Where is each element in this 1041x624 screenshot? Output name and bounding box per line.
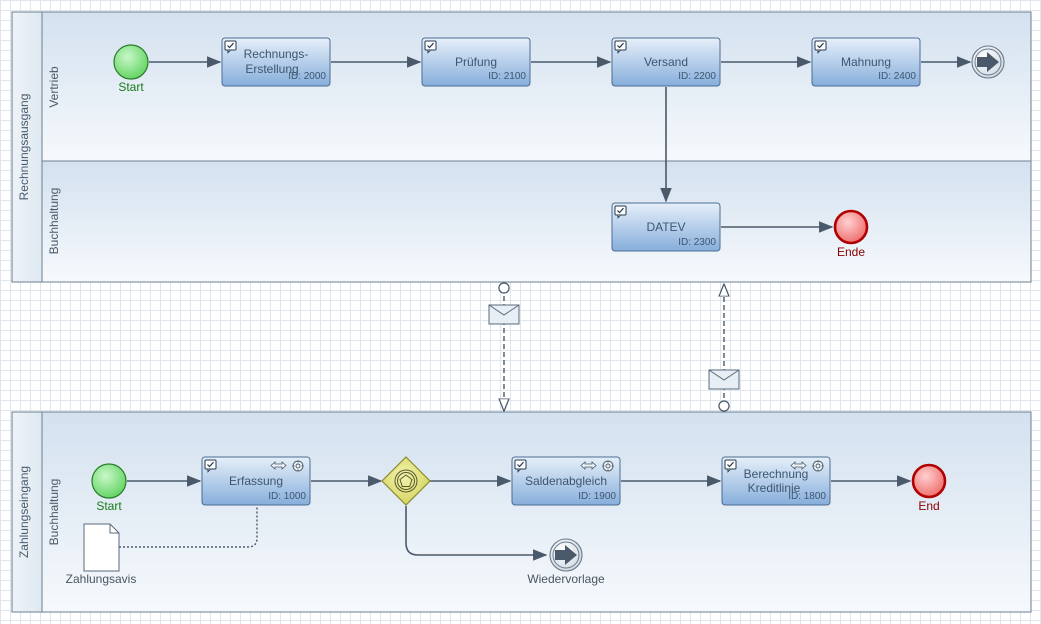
event-based-gateway[interactable] bbox=[381, 456, 431, 506]
arrow-right-icon bbox=[555, 545, 577, 565]
gear-icon bbox=[292, 460, 304, 472]
message-flow-zahlung[interactable] bbox=[708, 285, 740, 406]
task-id: ID: 2000 bbox=[288, 71, 326, 82]
task-id: ID: 2300 bbox=[678, 237, 716, 248]
wiedervorlage-label: Wiedervorlage bbox=[527, 572, 605, 586]
task-label-line1: Rechnungs- bbox=[244, 47, 309, 61]
pool-label-zahlungseingang: Zahlungseingang bbox=[17, 466, 31, 558]
task-label: Saldenabgleich bbox=[525, 474, 607, 488]
gear-icon bbox=[812, 460, 824, 472]
end-event-bottom[interactable]: End bbox=[911, 463, 947, 513]
lane-label-vertrieb: Vertrieb bbox=[47, 66, 61, 108]
association-zahlungsavis[interactable] bbox=[119, 506, 258, 548]
task-label-line2: Erstellung bbox=[245, 62, 298, 76]
task-saldenabgleich[interactable]: Saldenabgleich ID: 1900 bbox=[511, 456, 621, 506]
task-datev[interactable]: DATEV ID: 2300 bbox=[611, 202, 721, 252]
task-id: ID: 1800 bbox=[788, 491, 826, 502]
task-label: Erfassung bbox=[229, 474, 283, 488]
envelope-icon bbox=[708, 369, 740, 390]
task-label: DATEV bbox=[646, 220, 685, 234]
end-event-top[interactable]: Ende bbox=[833, 209, 869, 259]
arrow-right-icon bbox=[977, 52, 999, 72]
task-id: ID: 1000 bbox=[268, 491, 306, 502]
start-event-label: Start bbox=[118, 80, 144, 94]
lane-buchhaltung-top: Buchhaltung bbox=[41, 160, 1032, 283]
start-event-top[interactable]: Start bbox=[113, 44, 149, 94]
task-versand[interactable]: Versand ID: 2200 bbox=[611, 37, 721, 87]
task-pruefung[interactable]: Prüfung ID: 2100 bbox=[421, 37, 531, 87]
link-throw-event-top[interactable] bbox=[971, 45, 1005, 79]
message-flow-rechnung[interactable] bbox=[488, 288, 520, 410]
task-label-line2: Kreditlinie bbox=[748, 481, 801, 495]
task-label: Prüfung bbox=[455, 55, 497, 69]
task-rechnungserstellung[interactable]: Rechnungs- Erstellung ID: 2000 bbox=[221, 37, 331, 87]
lane-label-buchhaltung-bottom: Buchhaltung bbox=[47, 479, 61, 546]
task-mahnung[interactable]: Mahnung ID: 2400 bbox=[811, 37, 921, 87]
flow-gateway-to-wiedervorlage[interactable] bbox=[405, 506, 548, 561]
task-label-line1: Berechnung bbox=[744, 467, 809, 481]
sequence-flows-bottom bbox=[127, 475, 912, 561]
start-event-label: Start bbox=[96, 499, 122, 513]
task-id: ID: 2100 bbox=[488, 71, 526, 82]
sequence-flows-top bbox=[149, 56, 972, 233]
data-object-zahlungsavis[interactable]: Zahlungsavis bbox=[66, 523, 137, 586]
lane-buchhaltung-bottom: Buchhaltung bbox=[41, 411, 1032, 613]
envelope-icon bbox=[488, 304, 520, 325]
event-based-gateway-icon bbox=[394, 469, 418, 493]
task-id: ID: 2400 bbox=[878, 71, 916, 82]
pool-label-rechnungsausgang: Rechnungsausgang bbox=[17, 94, 31, 201]
end-event-label: End bbox=[918, 499, 939, 513]
task-label: Versand bbox=[644, 55, 688, 69]
lane-label-buchhaltung-top: Buchhaltung bbox=[47, 188, 61, 255]
end-event-label: Ende bbox=[837, 245, 865, 259]
task-id: ID: 2200 bbox=[678, 71, 716, 82]
pool-zahlungseingang: Zahlungseingang Buchhaltung bbox=[11, 411, 1032, 613]
start-event-bottom[interactable]: Start bbox=[91, 463, 127, 513]
task-berechnung-kreditlinie[interactable]: Berechnung Kreditlinie ID: 1800 bbox=[721, 456, 831, 506]
link-throw-event-wiedervorlage[interactable]: Wiedervorlage bbox=[527, 538, 605, 586]
gear-icon bbox=[602, 460, 614, 472]
task-label: Mahnung bbox=[841, 55, 891, 69]
task-erfassung[interactable]: Erfassung ID: 1000 bbox=[201, 456, 311, 506]
data-object-label: Zahlungsavis bbox=[66, 572, 137, 586]
task-id: ID: 1900 bbox=[578, 491, 616, 502]
